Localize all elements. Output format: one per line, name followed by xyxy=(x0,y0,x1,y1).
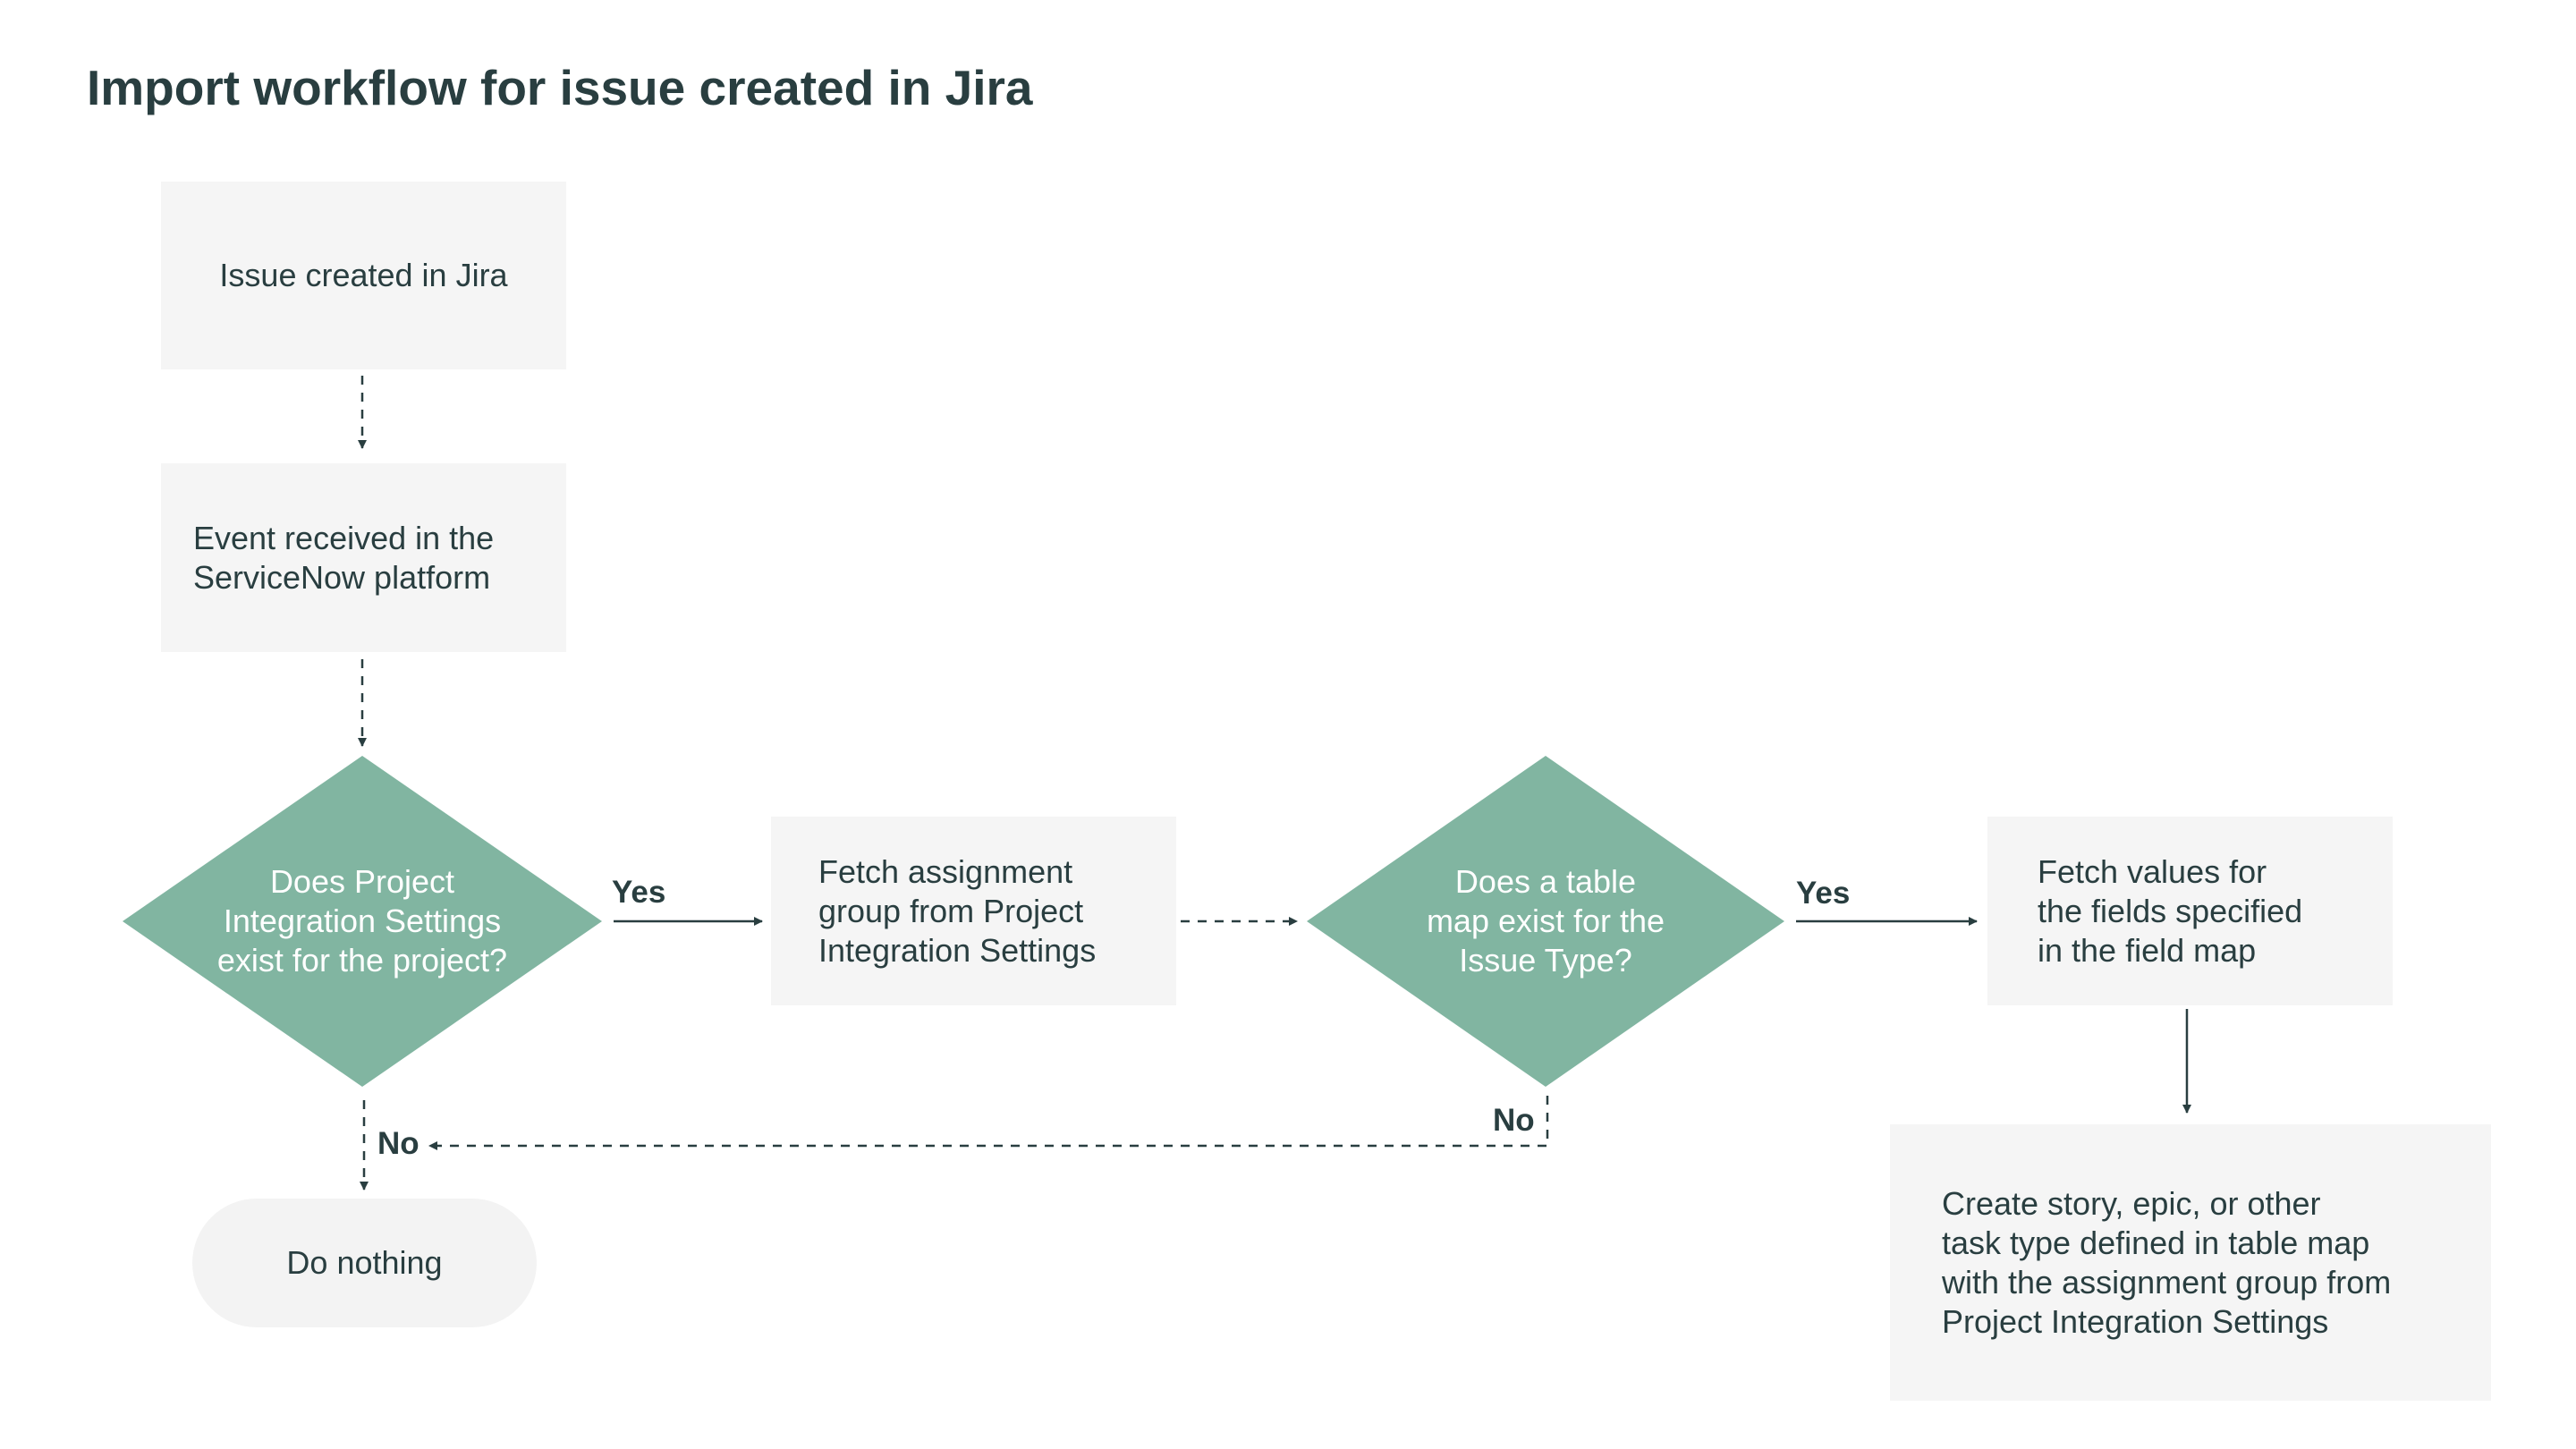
decision-diamond-table-map xyxy=(1307,756,1784,1087)
node-issue-created-text: Issue created in Jira xyxy=(219,257,508,293)
decision-pis-text: Does Project Integration Settings exist … xyxy=(216,863,508,979)
node-create-story: Create story, epic, or other task type d… xyxy=(1890,1124,2491,1401)
decision-diamond-pis xyxy=(123,756,602,1087)
edge-label-yes-table-map: Yes xyxy=(1796,876,1851,911)
node-do-nothing: Do nothing xyxy=(192,1199,537,1327)
edge-label-yes-pis: Yes xyxy=(612,875,666,910)
node-event-received-text: Event received in the ServiceNow platfor… xyxy=(193,519,495,596)
node-fetch-values: Fetch values for the fields specified in… xyxy=(1987,817,2393,1005)
node-issue-created: Issue created in Jira xyxy=(161,182,566,369)
decision-table-map-text: Does a table map exist for the Issue Typ… xyxy=(1426,863,1665,979)
node-fetch-assignment-text: Fetch assignment group from Project Inte… xyxy=(818,852,1097,969)
node-fetch-values-text: Fetch values for the fields specified in… xyxy=(2038,852,2303,969)
edge-label-no-pis: No xyxy=(377,1126,419,1161)
connector-table-map-no xyxy=(428,1096,1549,1150)
node-do-nothing-text: Do nothing xyxy=(286,1244,443,1281)
node-create-story-text: Create story, epic, or other task type d… xyxy=(1942,1184,2392,1340)
diagram-title: Import workflow for issue created in Jir… xyxy=(87,60,1033,115)
edge-label-no-table-map: No xyxy=(1493,1103,1535,1138)
node-event-received: Event received in the ServiceNow platfor… xyxy=(161,463,566,652)
node-fetch-assignment: Fetch assignment group from Project Inte… xyxy=(771,817,1176,1005)
